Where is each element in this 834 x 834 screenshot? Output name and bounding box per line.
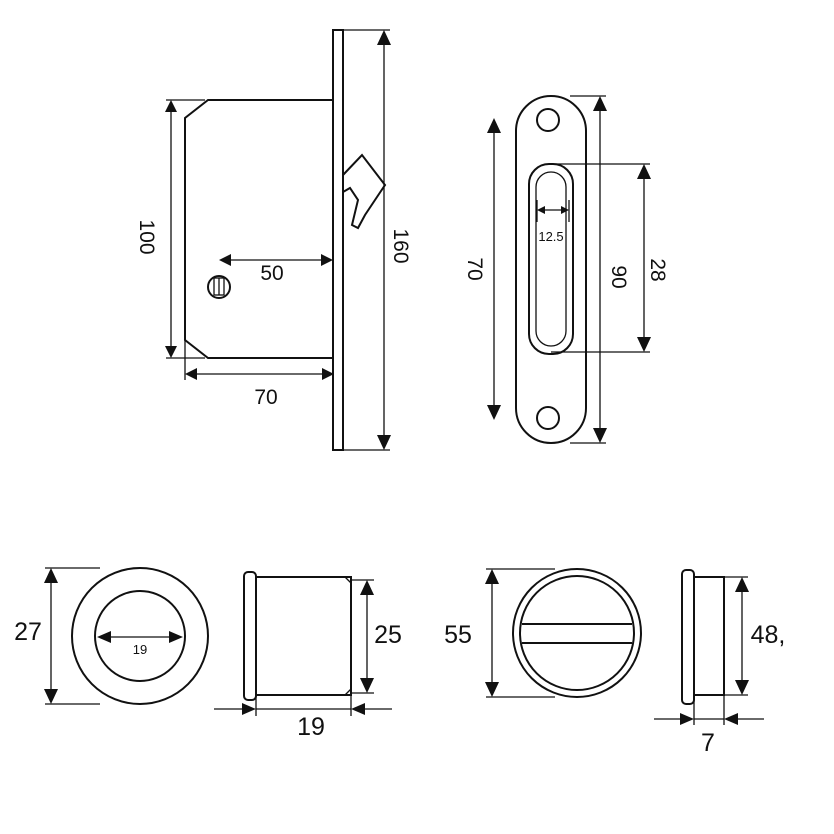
dim-label-19-inner: 19 [133, 642, 147, 657]
dim-cup-body-height: 25 [351, 579, 402, 694]
dim-strike-length: 90 [570, 95, 630, 444]
dim-label-27: 27 [14, 618, 42, 646]
cup-pull-side-view: 25 19 [214, 571, 402, 741]
dim-label-90: 90 [607, 265, 630, 288]
strike-plate-outline [515, 95, 587, 444]
dim-label-48: 48, [751, 621, 786, 649]
dim-lock-body-height: 100 [135, 99, 205, 359]
strike-plate-view: 70 90 28 12.5 [463, 95, 669, 444]
dim-cup-outer-diameter: 27 [14, 567, 100, 705]
dim-strike-slot-length: 28 [551, 163, 669, 353]
dim-label-160: 160 [389, 228, 412, 263]
knob-body [693, 576, 725, 696]
strike-slot-inner [535, 171, 567, 347]
cup-flange [243, 571, 257, 701]
dim-knob-depth: 7 [654, 695, 764, 757]
dim-strike-hole-spacing: 70 [463, 118, 501, 420]
cup-outer-ring [71, 567, 209, 705]
turn-knob-side-view: 48, 7 [654, 569, 786, 757]
strike-screw-hole-bottom [536, 406, 560, 430]
knob-outer-ring [512, 568, 642, 698]
knob-flange [681, 569, 695, 705]
dim-label-55: 55 [444, 621, 472, 649]
dim-lock-backset: 50 [219, 254, 333, 285]
cup-pull-front-view: 19 27 [14, 567, 209, 705]
latch-hook [342, 153, 387, 230]
dim-label-70-spacing: 70 [463, 257, 486, 280]
dim-label-12-5: 12.5 [538, 229, 563, 244]
dim-label-28: 28 [646, 258, 669, 281]
lock-case-outline [184, 99, 333, 359]
keyhole-spindle [207, 275, 231, 299]
dim-label-7: 7 [701, 729, 715, 757]
dim-cup-inner-diameter: 19 [97, 631, 183, 657]
dim-label-100: 100 [135, 219, 158, 254]
dim-cup-depth: 19 [214, 695, 392, 741]
knob-inner-ring [519, 575, 635, 691]
dim-label-25: 25 [374, 621, 402, 649]
dim-knob-body-height: 48, [724, 576, 786, 696]
dim-strike-slot-width: 12.5 [536, 200, 570, 244]
lock-faceplate [332, 29, 344, 451]
cup-inner-ring [94, 590, 186, 682]
dim-faceplate-height: 160 [343, 29, 412, 451]
turn-knob-front-view: 55 [444, 568, 642, 698]
dim-lock-body-depth: 70 [184, 340, 334, 409]
lock-body-view: 100 50 70 160 [135, 29, 412, 451]
dim-label-50: 50 [260, 262, 283, 285]
dim-knob-outer-diameter: 55 [444, 568, 555, 698]
strike-screw-hole-top [536, 108, 560, 132]
cup-body [255, 576, 352, 696]
dim-label-19-depth: 19 [297, 713, 325, 741]
dim-label-70-depth: 70 [254, 386, 277, 409]
